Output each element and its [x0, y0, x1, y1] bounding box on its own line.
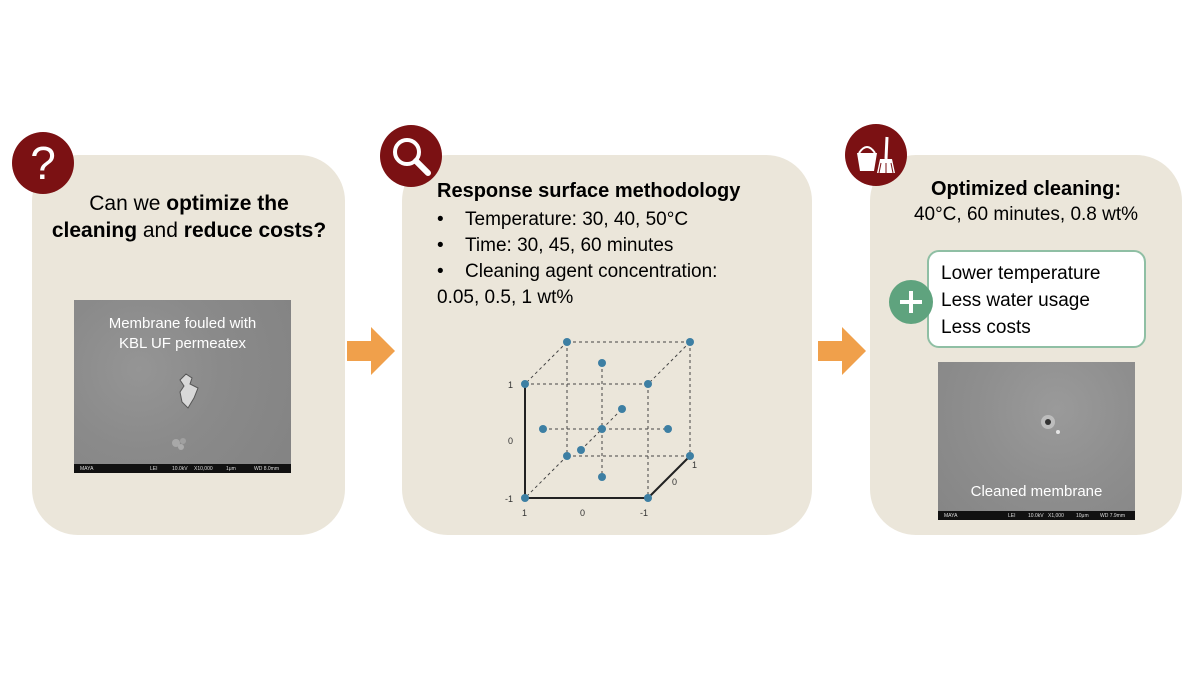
question-part: Can we	[89, 192, 167, 215]
question-part-bold: reduce costs?	[183, 219, 327, 242]
problem-badge: ?	[12, 132, 74, 194]
bucket-broom-icon	[857, 136, 895, 174]
cleaning-badge	[845, 124, 907, 186]
result-params: 40°C, 60 minutes, 0.8 wt%	[913, 204, 1139, 225]
image-label-line: KBL UF permeatex	[119, 335, 246, 352]
arrow-right-icon	[818, 327, 866, 375]
design-point	[521, 380, 529, 388]
image-label-line: Membrane fouled with	[108, 315, 257, 332]
design-point	[598, 473, 606, 481]
design-point	[644, 380, 652, 388]
scale-bar-text: WD 8.0mm	[254, 466, 279, 472]
sem-scale-bar: MAYA LEI 10.0kV X1,000 10μm WD 7.9mm	[938, 511, 1135, 520]
question-mark-icon: ?	[30, 137, 56, 189]
axis-tick-label: 0	[508, 436, 513, 446]
axis-tick-label: -1	[505, 494, 513, 504]
factor-item: • Time: 30, 45, 60 minutes	[437, 233, 717, 259]
axis-tick-label: 0	[580, 508, 585, 518]
scale-bar-text: MAYA	[944, 513, 958, 519]
scale-bar-text: X1,000	[1048, 513, 1064, 519]
factor-item-continuation: 0.05, 0.5, 1 wt%	[437, 285, 717, 311]
design-point	[686, 338, 694, 346]
problem-question: Can we optimize the cleaning and reduce …	[50, 190, 328, 244]
scale-bar-text: 10.0kV	[172, 466, 188, 472]
design-point	[539, 425, 547, 433]
arrow-right-icon	[347, 327, 395, 375]
benefit-item: Lower temperature	[941, 263, 1101, 284]
fouled-membrane-label: Membrane fouled with KBL UF permeatex	[74, 314, 291, 354]
design-point	[664, 425, 672, 433]
factor-text: 0.05, 0.5, 1 wt%	[437, 287, 574, 308]
axis-tick-label: 0	[672, 477, 677, 487]
box-behnken-design-cube: 1 0 -1 1 0 -1 1 0	[505, 338, 697, 518]
design-point	[577, 446, 585, 454]
axis-tick-label: 1	[692, 460, 697, 470]
design-point	[563, 338, 571, 346]
plus-icon	[889, 280, 933, 324]
sem-scale-bar: MAYA LEI 10.0kV X10,000 1μm WD 8.0mm	[74, 464, 291, 473]
factor-list: • Temperature: 30, 40, 50°C • Time: 30, 45…	[437, 207, 717, 311]
cube-hidden-edges	[524, 341, 691, 499]
design-point	[686, 452, 694, 460]
factor-item: • Temperature: 30, 40, 50°C	[437, 207, 717, 233]
scale-bar-text: X10,000	[194, 466, 213, 472]
scale-bar-text: 10μm	[1076, 513, 1089, 519]
axis-tick-label: 1	[522, 508, 527, 518]
question-part-bold: optimize the cleaning	[51, 192, 289, 242]
benefit-item: Less costs	[941, 317, 1031, 338]
design-point	[563, 452, 571, 460]
method-title: Response surface methodology	[437, 180, 741, 202]
method-badge	[380, 125, 442, 187]
cube-axes	[524, 384, 691, 499]
design-point	[521, 494, 529, 502]
scale-bar-text: 10.0kV	[1028, 513, 1044, 519]
factor-text: Temperature: 30, 40, 50°C	[465, 209, 689, 230]
scale-bar-text: WD 7.9mm	[1100, 513, 1125, 519]
factor-text: Time: 30, 45, 60 minutes	[465, 235, 674, 256]
factor-item: • Cleaning agent concentration:	[437, 259, 717, 285]
bullet: •	[437, 261, 444, 282]
design-point	[644, 494, 652, 502]
scale-bar-text: MAYA	[80, 466, 94, 472]
bullet: •	[437, 209, 444, 230]
residual-particle	[1041, 415, 1060, 434]
question-part: and	[137, 219, 184, 242]
design-point	[598, 425, 606, 433]
scale-bar-text: 1μm	[226, 466, 236, 472]
magnifier-icon	[393, 138, 431, 176]
benefits-box	[927, 250, 1146, 348]
benefit-item: Less water usage	[941, 290, 1090, 311]
axis-tick-label: 1	[508, 380, 513, 390]
bullet: •	[437, 235, 444, 256]
scale-bar-text: LEI	[1008, 513, 1016, 519]
scale-bar-text: LEI	[150, 466, 158, 472]
cube-axis-labels: 1 0 -1 1 0 -1 1 0	[505, 380, 697, 518]
fouled-membrane-image: Membrane fouled with KBL UF permeatex MA…	[74, 300, 291, 473]
design-point	[618, 405, 626, 413]
axis-tick-label: -1	[640, 508, 648, 518]
panel-method	[402, 155, 812, 535]
design-point	[598, 359, 606, 367]
cleaned-membrane-image: Cleaned membrane MAYA LEI 10.0kV X1,000 …	[938, 362, 1135, 520]
design-points	[521, 338, 694, 502]
result-title: Optimized cleaning:	[930, 178, 1122, 200]
benefits-list: Lower temperature Less water usage Less …	[941, 260, 1100, 341]
factor-text: Cleaning agent concentration:	[465, 261, 718, 282]
foulant-particle	[172, 438, 186, 450]
foulant-particle	[179, 373, 199, 409]
cleaned-membrane-label: Cleaned membrane	[970, 483, 1103, 500]
